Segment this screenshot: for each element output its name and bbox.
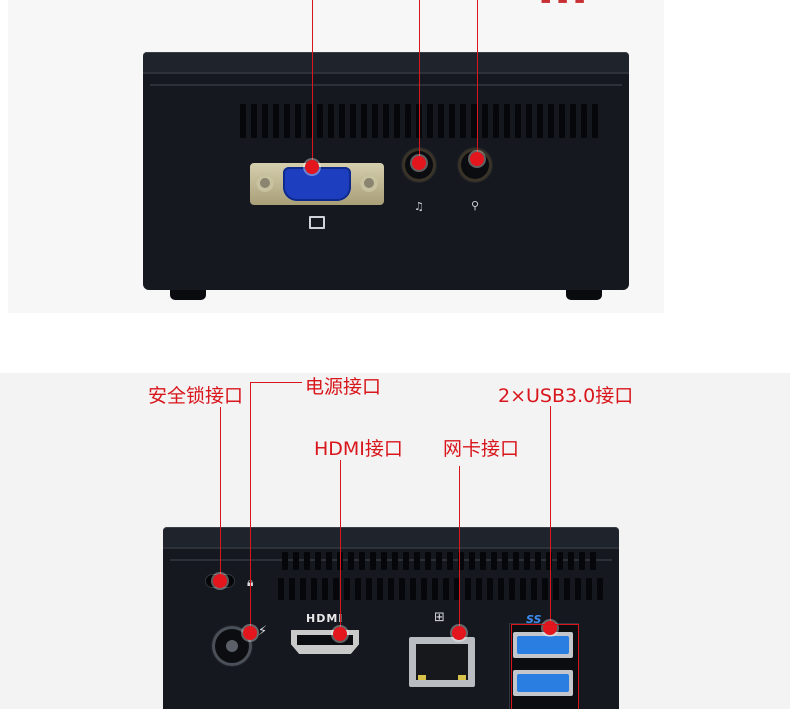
ethernet-led-right — [458, 675, 466, 680]
headphone-icon: ♫ — [414, 200, 424, 213]
callout-dot-headphone — [412, 156, 426, 170]
network-icon: ⊞ — [434, 610, 445, 625]
callout-line-hdmi — [340, 460, 341, 632]
callout-dot-hdmi — [333, 627, 347, 641]
front-vents — [240, 104, 598, 138]
rear-vents-row1 — [282, 552, 596, 570]
label-security-lock: 安全锁接口 — [148, 385, 244, 407]
hdmi-logo: HDMI — [306, 612, 344, 625]
callout-dot-power — [243, 626, 257, 640]
foot-right — [566, 290, 602, 300]
callout-hline-power — [250, 382, 302, 383]
vga-connector — [283, 167, 351, 201]
label-hdmi: HDMI接口 — [314, 438, 403, 460]
usb-port-1-tongue — [517, 636, 569, 654]
callout-dot-vga — [305, 160, 319, 174]
callout-line-security — [220, 407, 221, 579]
callout-line-usb — [550, 406, 551, 626]
rear-vents-row2 — [278, 578, 603, 600]
ethernet-port-inner — [416, 644, 468, 680]
usb-ss-logo: SS — [526, 613, 542, 626]
vga-screw-left — [256, 174, 274, 192]
rear-lid-seam — [170, 559, 612, 561]
pc-lid-top — [143, 52, 629, 74]
power-icon: ⚡ — [258, 624, 268, 639]
callout-line-headphone — [419, 0, 420, 160]
callout-dot-security — [213, 574, 227, 588]
callout-line-vga — [312, 0, 313, 166]
power-jack-pin — [226, 640, 238, 652]
callout-line-power — [250, 382, 251, 632]
hdmi-port — [291, 630, 359, 654]
pc-lid-rear — [163, 527, 619, 549]
microphone-icon: ⚲ — [471, 199, 480, 212]
callout-dot-mic — [470, 152, 484, 166]
callout-usb-bracket — [511, 624, 579, 709]
label-power: 电源接口 — [305, 376, 382, 398]
lid-seam — [150, 84, 622, 86]
ethernet-port — [409, 637, 475, 687]
vga-screw-right — [360, 174, 378, 192]
callout-line-ethernet — [459, 466, 460, 632]
hdmi-port-inner — [297, 635, 353, 645]
usb-port-2 — [513, 670, 573, 696]
ethernet-led-left — [418, 675, 426, 680]
label-ethernet: 网卡接口 — [443, 438, 520, 460]
usb-port-1 — [513, 632, 573, 658]
usb-port-2-tongue — [517, 674, 569, 692]
monitor-icon — [309, 216, 325, 229]
callout-line-mic — [477, 0, 478, 160]
label-usb: 2×USB3.0接口 — [498, 385, 634, 407]
foot-left — [170, 290, 206, 300]
top-label-fragment: ▪ ▪ ▪ — [540, 0, 585, 8]
callout-dot-ethernet — [452, 626, 466, 640]
